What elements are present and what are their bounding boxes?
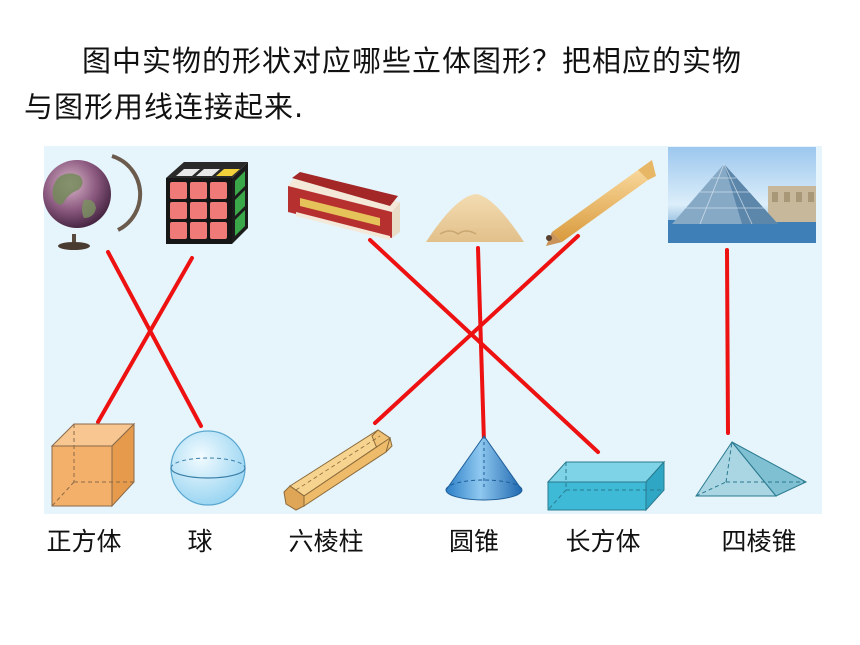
- label-square-pyramid: 四棱锥: [721, 527, 797, 556]
- connector-lines: [96, 234, 730, 454]
- question-line-1: 图中实物的形状对应哪些立体图形？把相应的实物: [82, 44, 743, 78]
- sphere-shape: [170, 430, 246, 506]
- globe-object: [43, 154, 143, 250]
- connector-sand-cone: [476, 246, 486, 444]
- label-cone: 圆锥: [448, 527, 500, 556]
- question-text: 图中实物的形状对应哪些立体图形？把相应的实物 与图形用线连接起来.: [24, 38, 824, 130]
- square-pyramid-shape: [695, 441, 808, 497]
- pencil-object: [546, 160, 656, 246]
- hexagonal-prism-shape: [283, 429, 393, 511]
- label-sphere: 球: [187, 527, 213, 556]
- connector-globe-sphere: [106, 250, 203, 428]
- label-cube: 正方体: [46, 527, 122, 556]
- connector-louvre-pyramid: [725, 248, 730, 435]
- book-object: [288, 172, 400, 240]
- connector-book-cuboid: [368, 238, 600, 454]
- connector-pencil-prism: [373, 234, 580, 425]
- label-cuboid: 长方体: [565, 527, 641, 556]
- sand-pile-object: [426, 194, 524, 242]
- rubiks-cube-object: [166, 162, 248, 244]
- question-line-2: 与图形用线连接起来.: [24, 90, 305, 124]
- cube-shape: [50, 422, 136, 508]
- label-hexagonal-prism: 六棱柱: [288, 527, 364, 556]
- louvre-pyramid-photo: [668, 147, 816, 243]
- cuboid-shape: [546, 460, 666, 512]
- cone-shape: [445, 435, 523, 501]
- connector-rubiks-cube: [96, 256, 194, 424]
